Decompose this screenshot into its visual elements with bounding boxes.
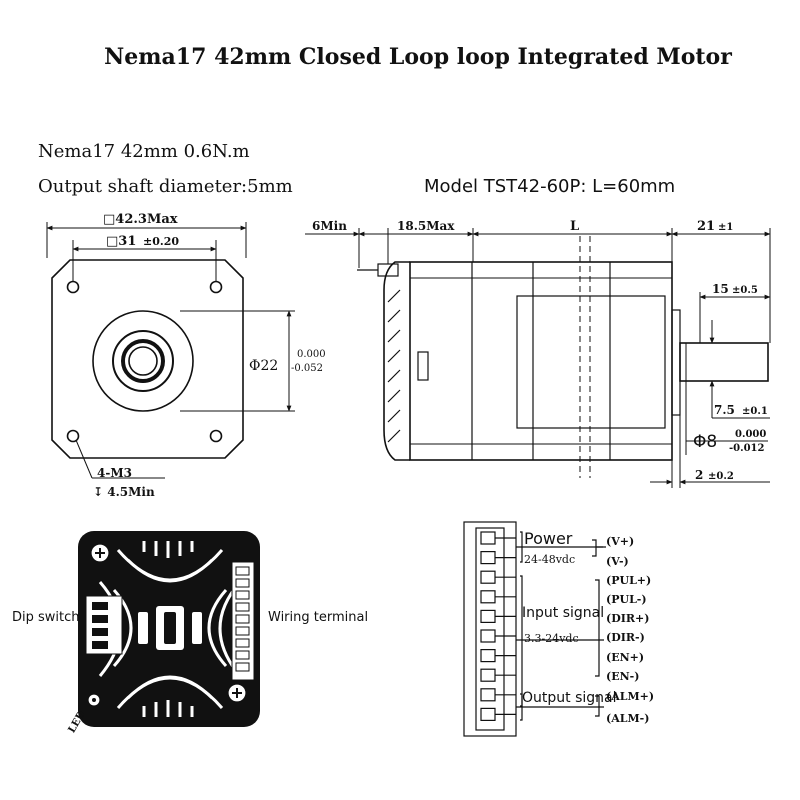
- rear-view: [78, 531, 260, 727]
- connector-pin: [480, 648, 496, 663]
- input-signal-label: Input signal: [522, 605, 604, 621]
- pilot-tol-lower: -0.052: [291, 363, 323, 374]
- thread-label: 4-M3: [97, 466, 132, 480]
- dim-15-tol: ±0.5: [732, 285, 758, 296]
- pin-label: (DIR+): [606, 612, 649, 625]
- connector-pin: [480, 609, 496, 624]
- flange-outline: [51, 259, 244, 459]
- pin-label: (EN+): [606, 651, 644, 664]
- stator-window: [516, 295, 666, 429]
- pin-label: (DIR-): [606, 631, 645, 644]
- pin-label: (PUL-): [606, 593, 647, 606]
- pin-label: (ALM+): [606, 690, 654, 703]
- pin-label: (V-): [606, 555, 629, 568]
- pilot-step: [671, 309, 681, 416]
- dim-6min: 6Min: [312, 219, 347, 233]
- mount-hole: [209, 280, 223, 294]
- output-shaft: [679, 342, 769, 382]
- connector-housing: [463, 521, 517, 737]
- pin-label: (PUL+): [606, 574, 651, 587]
- shaft-dia-label: Φ8: [693, 432, 717, 452]
- dim-21: 21: [697, 219, 715, 234]
- shaft-end: [128, 346, 158, 376]
- shaft-tol-upper: 0.000: [735, 429, 766, 440]
- pilot-inner: [112, 330, 174, 392]
- wiring-terminal: [231, 561, 255, 681]
- driver-heatsink: [383, 261, 410, 461]
- pilot-boss: [92, 310, 194, 412]
- connector-pin: [480, 531, 496, 545]
- hole-spacing-tol: ±0.20: [143, 235, 179, 248]
- pin-label: (V+): [606, 535, 634, 548]
- connector-pin: [480, 688, 496, 702]
- mount-hole: [66, 429, 80, 443]
- screw-icon: [90, 543, 110, 563]
- dim-2-tol: ±0.2: [708, 471, 734, 482]
- input-range: 3.3-24vdc: [524, 632, 579, 645]
- screw-icon: [227, 683, 247, 703]
- connector-pin: [480, 707, 496, 722]
- dim-2: 2: [695, 468, 703, 482]
- wiring-terminal-label: Wiring terminal: [268, 610, 368, 625]
- connector-pin: [480, 629, 496, 643]
- dip-switch-label: Dip switch: [12, 610, 80, 625]
- model-spec: Model TST42-60P: L=60mm: [424, 176, 676, 197]
- power-range: 24-48vdc: [524, 553, 575, 566]
- shaft-spec: Output shaft diameter:5mm: [38, 176, 293, 197]
- front-view: [46, 222, 295, 479]
- connector-pin: [480, 590, 496, 604]
- pin-label: (ALM-): [606, 712, 649, 725]
- dim-7-5: 7.5: [714, 403, 735, 417]
- torque-spec: Nema17 42mm 0.6N.m: [38, 141, 250, 162]
- hole-spacing-label: □31: [106, 234, 136, 249]
- side-view: [305, 228, 771, 488]
- dim-L: L: [570, 219, 579, 234]
- depth-label: ↧ 4.5Min: [93, 485, 155, 499]
- pin-label: (EN-): [606, 670, 639, 683]
- power-label: Power: [524, 529, 573, 548]
- connector-pin: [480, 668, 496, 682]
- connector-diagram: [463, 521, 606, 737]
- mount-hole: [209, 429, 223, 443]
- mount-hole: [66, 280, 80, 294]
- dim-15: 15: [712, 282, 729, 296]
- output-signal-label: Output signal: [522, 690, 617, 706]
- frame-dim-label: □42.3Max: [103, 212, 178, 227]
- side-connector: [417, 351, 429, 381]
- shaft-circle: [121, 339, 165, 383]
- dim-7-5-tol: ±0.1: [742, 406, 768, 417]
- motor-body: [409, 261, 673, 461]
- pilot-dia-label: Φ22: [249, 358, 278, 374]
- dim-18-5max: 18.5Max: [397, 219, 455, 233]
- dim-21-tol: ±1: [718, 222, 733, 233]
- connector-pin: [480, 570, 496, 584]
- pilot-tol-upper: 0.000: [297, 349, 326, 360]
- page-title: Nema17 42mm Closed Loop loop Integrated …: [104, 44, 732, 70]
- shaft-tol-lower: -0.012: [729, 443, 765, 454]
- connector-pin: [480, 550, 496, 565]
